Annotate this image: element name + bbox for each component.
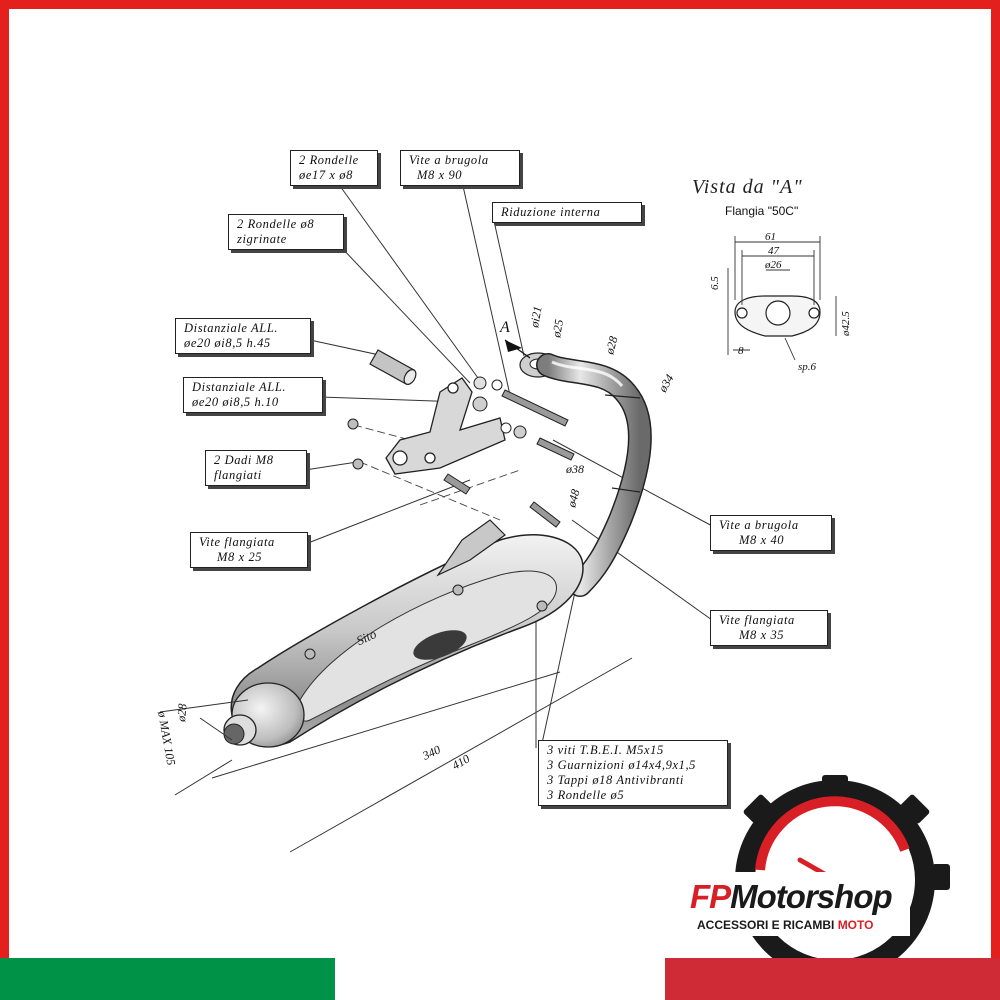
washers: [347, 376, 527, 470]
dim-d48: ø48: [564, 488, 582, 510]
dim-d28-top: ø28: [602, 335, 620, 357]
spacer-h45: [369, 349, 417, 385]
label-distanziale-h10: Distanziale ALL. øe20 øi8,5 h.10: [183, 377, 323, 413]
vista-subtitle: Flangia "50C": [725, 204, 799, 218]
dim-d38: ø38: [565, 462, 584, 476]
dim-d28-tail: ø28: [174, 703, 190, 723]
flag-red: [665, 958, 1000, 1000]
flange-dimension-texts: 61 47 ø26 6.5 ø42.5 8 sp.6: [709, 231, 852, 373]
dim-6-5: 6.5: [709, 276, 721, 290]
flange-view: [734, 295, 821, 337]
logo-tagline: ACCESSORI E RICAMBI MOTO: [697, 918, 874, 932]
flag-white: [335, 958, 665, 1000]
dim-d25: ø25: [549, 318, 566, 339]
flange-dimension-lines: [727, 236, 837, 361]
dim-26: ø26: [764, 259, 782, 271]
flag-green: [0, 958, 335, 1000]
label-vite-flangiata-25: Vite flangiata M8 x 25: [190, 532, 308, 568]
label-vite-m8x90: Vite a brugola M8 x 90: [400, 150, 520, 186]
dim-sp6: sp.6: [798, 361, 817, 373]
dim-61: 61: [765, 231, 776, 243]
label-vite-m8x40: Vite a brugola M8 x 40: [710, 515, 832, 551]
dim-d34: ø34: [655, 372, 677, 395]
logo-gear-icon: [680, 775, 950, 980]
label-vite-flangiata-35: Vite flangiata M8 x 35: [710, 610, 828, 646]
dim-42-5: ø42.5: [840, 311, 852, 337]
dimension-lines: [159, 657, 633, 853]
label-rondelle-e17: 2 Rondelle øe17 x ø8: [290, 150, 378, 186]
dim-length-410: 410: [450, 751, 473, 772]
bolts: [443, 389, 575, 528]
dim-i21: øi21: [527, 305, 545, 329]
vista-title: Vista da "A": [692, 176, 803, 198]
header-pipe: [536, 353, 652, 597]
label-kit-parts: 3 viti T.B.E.I. M5x15 3 Guarnizioni ø14x…: [538, 740, 728, 806]
label-dadi: 2 Dadi M8 flangiati: [205, 450, 307, 486]
silencer-body: [223, 519, 584, 748]
view-letter: A: [499, 319, 510, 336]
dim-8: 8: [738, 345, 744, 357]
leader-lines: [304, 185, 715, 749]
mount-bracket: [385, 377, 506, 475]
label-rondelle-zigrinate: 2 Rondelle ø8 zigrinate: [228, 214, 344, 250]
logo-wordmark: FPMotorshop: [690, 878, 893, 915]
label-distanziale-h45: Distanziale ALL. øe20 øi8,5 h.45: [175, 318, 311, 354]
label-riduzione: Riduzione interna: [492, 202, 642, 223]
dim-47: 47: [768, 245, 780, 257]
dim-length-340: 340: [419, 742, 442, 763]
